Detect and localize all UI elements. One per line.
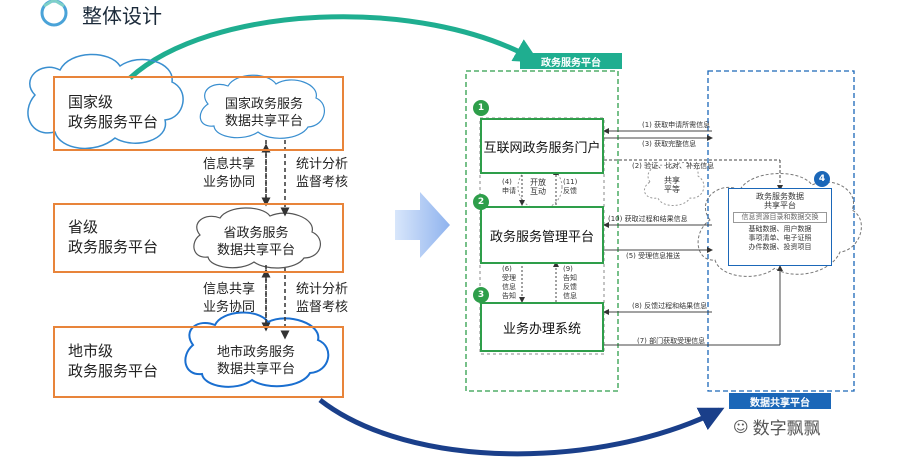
flow-2-left-line2: 业务协同 — [203, 300, 256, 315]
cloud-national-label: 国家政务服务 数据共享平台 — [214, 96, 314, 130]
arrow8-label: (8) 反馈过程和结果信息 — [632, 302, 708, 310]
flow-1-left: 信息共享 业务协同 — [203, 156, 255, 192]
top-left-cloud-icon — [27, 53, 184, 150]
level-city-line2: 政务服务平台 — [68, 362, 159, 380]
flow-2-right: 统计分析 监督考核 — [296, 281, 348, 317]
arrow7-label: (7) 部门获取受理信息 — [637, 337, 706, 345]
arrow5-label: (5) 受理信息推送 — [626, 252, 681, 260]
v6-line3: 信息 — [502, 283, 516, 291]
share-subtitle: 信息资源目录和数据交换 — [733, 212, 827, 223]
shared-equal-line1: 共享 — [664, 176, 680, 185]
cloud-province-line1: 省政务服务 — [223, 226, 289, 241]
mgmt-box: 政务服务管理平台 — [480, 206, 604, 264]
share-content-line1: 基础数据、用户数据 — [748, 225, 812, 233]
mid-cloud-icon — [643, 161, 705, 206]
level-city-label: 地市级 政务服务平台 — [68, 341, 158, 381]
cloud-city-line1: 地市政务服务 — [216, 345, 295, 360]
flow-1-right: 统计分析 监督考核 — [296, 156, 348, 192]
flow-2-left-line1: 信息共享 — [203, 282, 256, 297]
gov-platform-container — [465, 70, 619, 392]
share-title-line2: 共享平台 — [764, 201, 796, 210]
arrow1-label: (1) 获取申请所需信息 — [642, 121, 711, 129]
level-province-line1: 省级 — [68, 218, 99, 236]
biz-box: 业务办理系统 — [480, 302, 604, 352]
share-cloud-icon — [697, 173, 862, 277]
v11-label: (11) 反馈 — [563, 178, 577, 196]
v9-line2: 告知 — [563, 274, 577, 282]
cloud-national-icon — [199, 74, 325, 139]
v6-line1: (6) — [502, 265, 512, 273]
shared-equal-line2: 平等 — [664, 185, 680, 194]
open-interact-circle — [517, 164, 563, 210]
gov-platform-banner: 政务服务平台 — [520, 53, 622, 69]
page-title: 整体设计 — [82, 4, 162, 28]
level-national-line1: 国家级 — [68, 93, 114, 111]
level-province-label: 省级 政务服务平台 — [68, 217, 158, 257]
flow-1-left-line2: 业务协同 — [203, 175, 256, 190]
share-content-line3: 办件数据、投资项目 — [748, 243, 812, 251]
level-city-line1: 地市级 — [68, 342, 114, 360]
top-curve-arrow — [128, 14, 540, 80]
bottom-curve-arrow — [318, 398, 725, 457]
open-interact-label: 开放 互动 — [530, 178, 546, 196]
v11-line2: 反馈 — [563, 187, 577, 195]
v9-line4: 信息 — [563, 292, 577, 300]
cloud-city-line2: 数据共享平台 — [216, 362, 295, 377]
level-province-box — [53, 203, 344, 273]
badge-1-icon: 1 — [473, 100, 489, 116]
level-national-label: 国家级 政务服务平台 — [68, 92, 158, 132]
watermark: ☺ 数字飘飘 — [733, 414, 821, 440]
big-right-arrow-icon — [395, 192, 450, 258]
level-province-line2: 政务服务平台 — [68, 238, 159, 256]
cloud-province-label: 省政务服务 数据共享平台 — [206, 225, 306, 259]
v4-label: (4) 申请 — [502, 178, 516, 196]
v4-line2: 申请 — [502, 187, 516, 195]
badge-3-icon: 3 — [473, 287, 489, 303]
share-platform-container — [707, 70, 855, 392]
cloud-national-line1: 国家政务服务 — [224, 97, 303, 112]
v6-line4: 告知 — [502, 292, 516, 300]
cloud-province-line2: 数据共享平台 — [216, 243, 295, 258]
arrow10-label: (10) 获取过程和结果信息 — [608, 215, 688, 223]
badge-4-icon: 4 — [814, 171, 830, 187]
cloud-city-icon — [184, 311, 330, 388]
v9-line3: 反馈 — [563, 283, 577, 291]
badge-2-icon: 2 — [473, 194, 489, 210]
flow-2-right-line1: 统计分析 — [296, 282, 349, 297]
flow-2-left: 信息共享 业务协同 — [203, 281, 255, 317]
share-content: 基础数据、用户数据 事项清单、电子证照 办件数据、投资项目 — [729, 225, 831, 252]
cloud-national-line2: 数据共享平台 — [224, 114, 303, 129]
v6-line2: 受理 — [502, 274, 516, 282]
share-platform-banner: 数据共享平台 — [729, 393, 831, 409]
cloud-city-label: 地市政务服务 数据共享平台 — [206, 344, 306, 378]
open-interact-line1: 开放 — [530, 178, 546, 187]
arrow3-label: (3) 获取完整信息 — [642, 140, 697, 148]
share-title: 政务服务数据 共享平台 — [729, 189, 831, 210]
v11-line1: (11) — [563, 178, 578, 186]
logo-icon — [40, 0, 68, 27]
shared-equal-label: 共享 平等 — [664, 176, 680, 194]
watermark-text: 数字飘飘 — [752, 419, 821, 439]
flow-1-right-line2: 监督考核 — [296, 175, 349, 190]
arrow2-label: (2) 验证、比对、补充信息 — [632, 162, 715, 170]
share-content-line2: 事项清单、电子证照 — [748, 234, 812, 242]
level-national-line2: 政务服务平台 — [68, 113, 159, 131]
level-national-box — [53, 76, 344, 151]
v6-label: (6) 受理 信息 告知 — [502, 265, 516, 301]
wechat-icon: ☺ — [733, 417, 749, 436]
portal-box: 互联网政务服务门户 — [480, 118, 604, 174]
flow-1-right-line1: 统计分析 — [296, 157, 349, 172]
v9-label: (9) 告知 反馈 信息 — [563, 265, 577, 301]
v4-line1: (4) — [502, 178, 512, 186]
flow-1-left-line1: 信息共享 — [203, 157, 256, 172]
cloud-province-icon — [193, 207, 321, 269]
v9-line1: (9) — [563, 265, 573, 273]
flow-2-right-line2: 监督考核 — [296, 300, 349, 315]
open-interact-line2: 互动 — [530, 187, 546, 196]
share-box: 政务服务数据 共享平台 信息资源目录和数据交换 基础数据、用户数据 事项清单、电… — [728, 188, 832, 266]
share-title-line1: 政务服务数据 — [756, 192, 804, 201]
level-city-box — [53, 326, 344, 398]
